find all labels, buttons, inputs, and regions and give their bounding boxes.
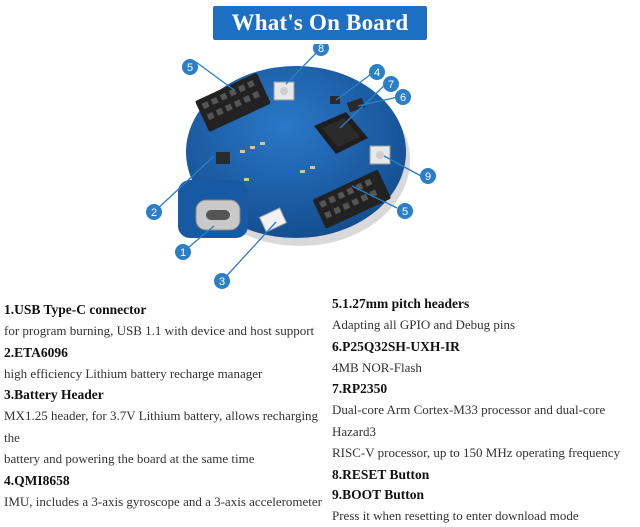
feature-desc: for program burning, USB 1.1 with device… [4, 323, 315, 338]
svg-text:5: 5 [187, 62, 193, 74]
feature-desc: MX1.25 header, for 3.7V Lithium battery,… [4, 408, 319, 445]
feature-usb-c: 1.USB Type-C connector for program burni… [4, 300, 324, 342]
boot-button [369, 145, 391, 165]
reset-button [273, 81, 295, 101]
feature-desc: IMU, includes a 3-axis gyroscope and a 3… [4, 493, 323, 509]
usb-c-connector [195, 199, 241, 231]
callout-7: 7 [383, 76, 399, 92]
feature-flash: 6.P25Q32SH-UXH-IR 4MB NOR-Flash [332, 337, 638, 379]
callout-2: 2 [146, 204, 162, 220]
feature-eta6096: 2.ETA6096 high efficiency Lithium batter… [4, 343, 324, 385]
pin-header-left [195, 73, 271, 132]
callout-5-top: 5 [182, 59, 198, 75]
smd-components [240, 142, 315, 181]
callout-1: 1 [175, 244, 191, 260]
callout-5-bottom: 5 [397, 203, 413, 219]
feature-title: 5.1.27mm pitch headers [332, 296, 470, 311]
feature-title: 7.RP2350 [332, 381, 388, 396]
svg-text:7: 7 [388, 79, 394, 91]
feature-title: 9.BOOT Button [332, 486, 425, 502]
svg-text:4: 4 [374, 67, 380, 79]
feature-rp2350: 7.RP2350 Dual-core Arm Cortex-M33 proces… [332, 379, 638, 464]
callout-8: 8 [313, 44, 329, 56]
svg-text:1: 1 [180, 247, 186, 259]
feature-desc: 4MB NOR-Flash [332, 359, 422, 375]
svg-text:8: 8 [318, 44, 324, 55]
flash-chip [346, 97, 366, 113]
page-title: What's On Board [231, 10, 409, 35]
feature-qmi8658: 4.QMI8658 IMU, includes a 3-axis gyrosco… [4, 471, 324, 513]
svg-text:9: 9 [425, 171, 431, 183]
feature-title: 4.QMI8658 [4, 472, 70, 488]
feature-headers: 5.1.27mm pitch headers Adapting all GPIO… [332, 294, 638, 336]
title-banner: What's On Board [213, 6, 427, 40]
feature-desc: battery and powering the board at the sa… [4, 451, 255, 466]
feature-title: 1.USB Type-C connector [4, 302, 147, 317]
imu-chip [330, 96, 340, 104]
svg-text:6: 6 [400, 92, 406, 104]
feature-desc: Dual-core Arm Cortex-M33 processor and d… [332, 402, 606, 439]
callout-4: 4 [369, 64, 385, 80]
rp2350-chip [314, 112, 368, 154]
callout-6: 6 [395, 89, 411, 105]
leader-lines [153, 47, 422, 282]
feature-list-right: 5.1.27mm pitch headers Adapting all GPIO… [332, 294, 638, 527]
feature-title: 8.RESET Button [332, 466, 430, 482]
feature-desc: RISC-V processor, up to 150 MHz operatin… [332, 445, 621, 460]
svg-text:3: 3 [219, 276, 225, 288]
feature-desc: Press it when resetting to enter downloa… [332, 507, 579, 523]
feature-desc: high efficiency Lithium battery recharge… [4, 365, 263, 381]
board-diagram: 1 2 3 4 5 5 6 7 8 9 [146, 44, 436, 289]
feature-title: 2.ETA6096 [4, 344, 68, 360]
charger-chip [216, 152, 230, 164]
svg-text:2: 2 [151, 207, 157, 219]
feature-title: 6.P25Q32SH-UXH-IR [332, 338, 460, 354]
feature-desc: Adapting all GPIO and Debug pins [332, 317, 516, 332]
callout-9: 9 [420, 168, 436, 184]
pin-header-right [313, 170, 391, 229]
feature-title: 3.Battery Header [4, 387, 104, 402]
feature-boot-button: 9.BOOT Button Press it when resetting to… [332, 485, 638, 527]
feature-reset-button: 8.RESET Button [332, 465, 638, 485]
battery-header [258, 207, 288, 233]
callout-3: 3 [214, 273, 230, 289]
feature-list-left: 1.USB Type-C connector for program burni… [4, 300, 324, 513]
svg-text:5: 5 [402, 206, 408, 218]
feature-battery-header: 3.Battery Header MX1.25 header, for 3.7V… [4, 385, 324, 470]
